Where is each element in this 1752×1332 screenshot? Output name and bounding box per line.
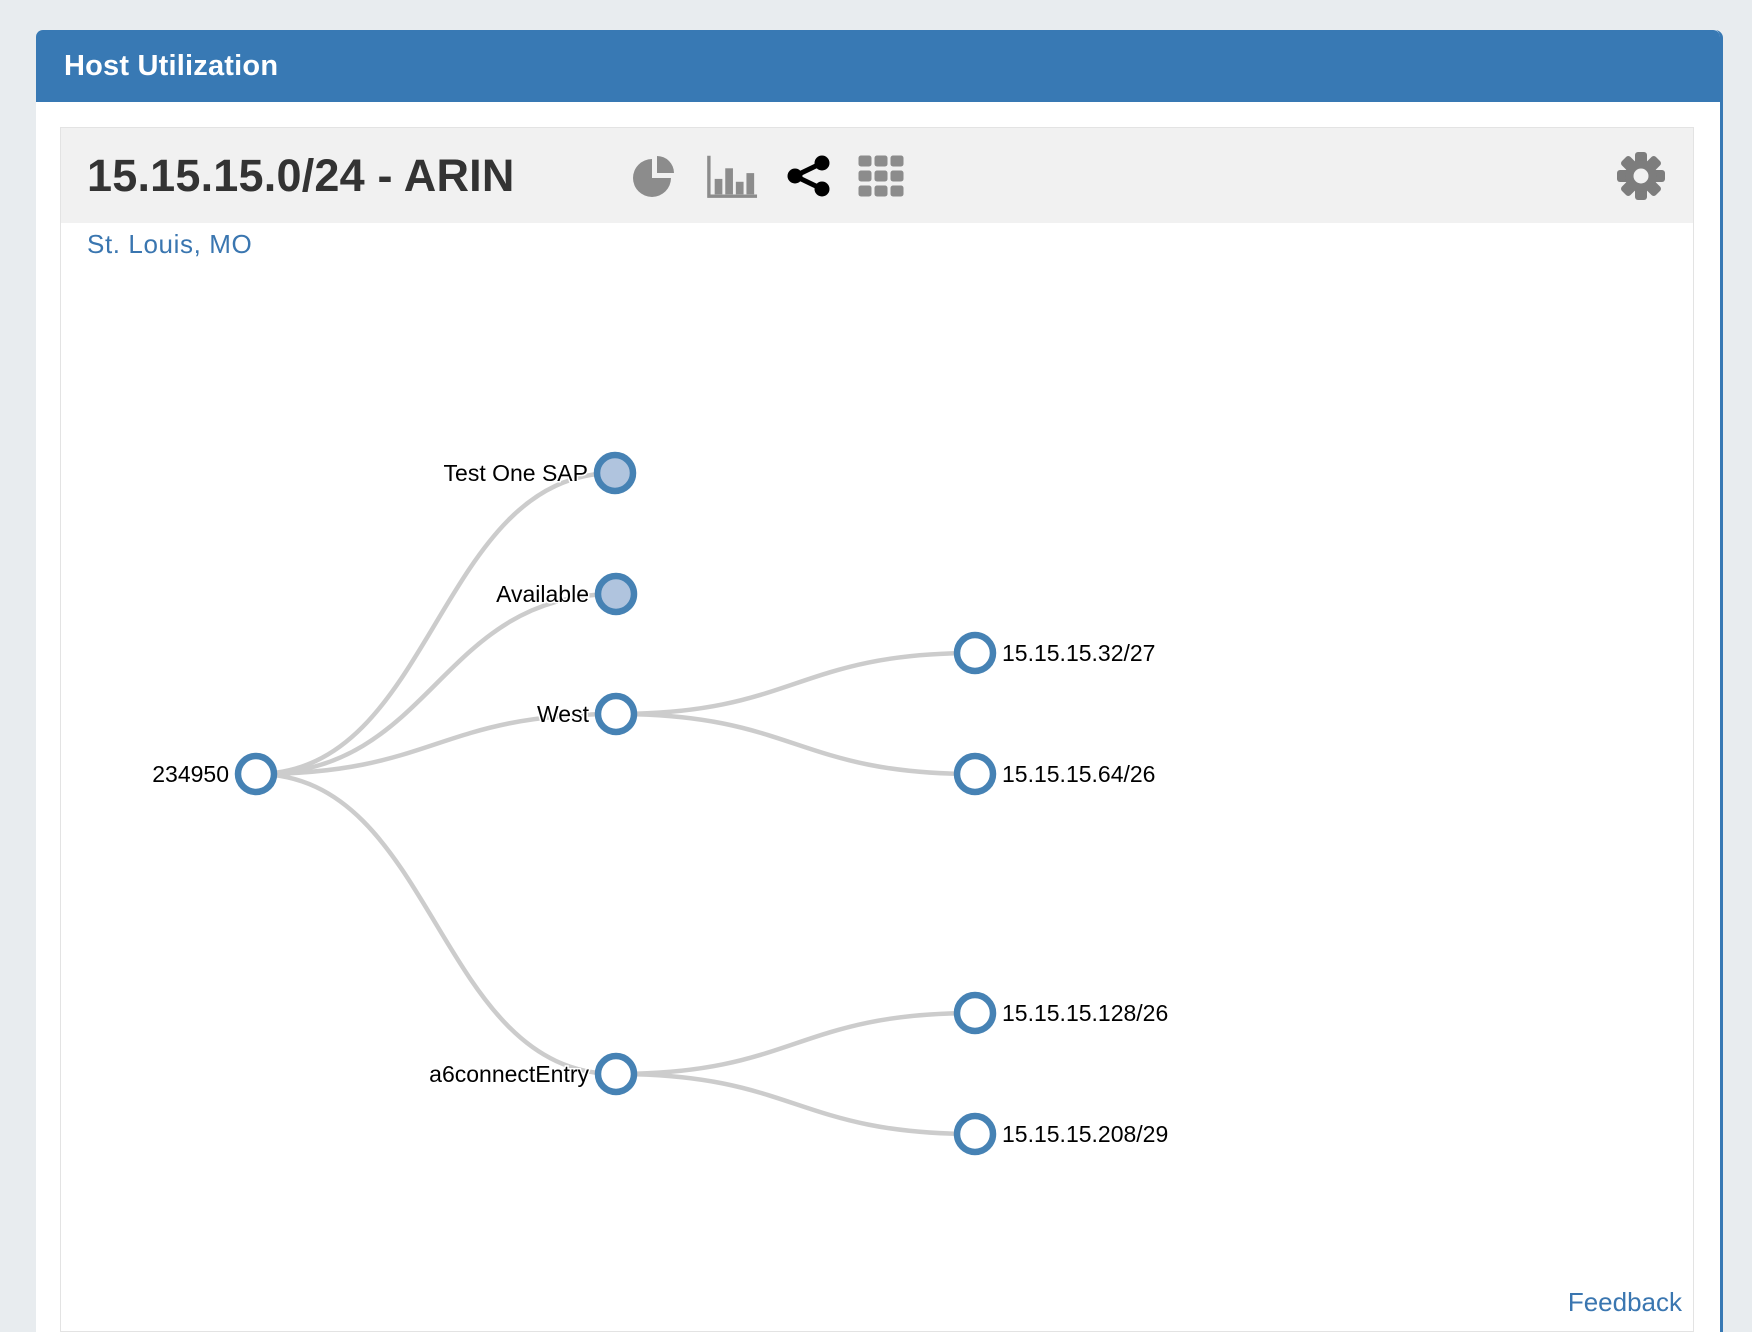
tree-node-label: a6connectEntry — [429, 1061, 589, 1087]
tree-node-label: 15.15.15.64/26 — [1002, 761, 1155, 787]
tree-node-test-one-sap[interactable]: Test One SAP — [442, 451, 637, 495]
tree-node-circle[interactable] — [594, 692, 638, 736]
tree-node-label: 234950 — [152, 761, 229, 787]
tree-node-label: 15.15.15.32/27 — [1002, 640, 1155, 666]
pie-chart-icon[interactable] — [628, 150, 680, 202]
tree-node-15.15.15.208/29[interactable]: 15.15.15.208/29 — [953, 1112, 1170, 1156]
tree-edge — [255, 711, 617, 777]
window-title: Host Utilization — [64, 49, 279, 82]
tree-node-circle[interactable] — [953, 631, 997, 675]
panel-header: 15.15.15.0/24 - ARIN — [61, 128, 1693, 223]
tree-node-label: 15.15.15.208/29 — [1002, 1121, 1168, 1147]
tree-node-circle[interactable] — [953, 752, 997, 796]
tree-node-234950[interactable]: 234950 — [151, 752, 278, 796]
tree-node-label: Available — [496, 581, 589, 607]
tree-node-label: Test One SAP — [444, 460, 588, 486]
tree-node-circle[interactable] — [953, 1112, 997, 1156]
tree-node-15.15.15.128/26[interactable]: 15.15.15.128/26 — [953, 991, 1170, 1035]
tree-node-a6connectEntry[interactable]: a6connectEntry — [428, 1052, 638, 1096]
tree-edge — [255, 771, 617, 1077]
tree-edge — [615, 1071, 976, 1137]
grid-icon[interactable] — [855, 150, 907, 202]
tree-edge — [615, 650, 976, 717]
window-titlebar: Host Utilization — [36, 30, 1720, 102]
bar-chart-icon[interactable] — [706, 150, 758, 202]
tree-node-available[interactable]: Available — [495, 572, 638, 616]
tree-node-circle[interactable] — [594, 1052, 638, 1096]
tree-node-15.15.15.64/26[interactable]: 15.15.15.64/26 — [953, 752, 1157, 796]
feedback-link[interactable]: Feedback — [1567, 1287, 1682, 1317]
tree-node-west[interactable]: West — [536, 692, 638, 736]
tree-canvas: St. Louis, MO 234950 Test One SAP Availabl… — [61, 223, 1693, 1331]
location-link[interactable]: St. Louis, MO — [87, 229, 253, 259]
tree-edge — [615, 1010, 976, 1077]
tree-node-label: West — [537, 701, 590, 727]
gear-icon[interactable] — [1615, 150, 1667, 202]
tree-node-circle[interactable] — [953, 991, 997, 1035]
tree-edge — [615, 711, 976, 777]
tree-node-circle[interactable] — [593, 451, 637, 495]
tree-node-circle[interactable] — [594, 572, 638, 616]
tree-edge — [255, 591, 617, 777]
subnet-panel: 15.15.15.0/24 - ARIN — [60, 127, 1694, 1332]
tree-edge — [255, 470, 616, 777]
tree-node-circle[interactable] — [234, 752, 278, 796]
tree-node-label: 15.15.15.128/26 — [1002, 1000, 1168, 1026]
host-utilization-window: Host Utilization 15.15.15.0/24 - ARIN — [36, 30, 1723, 1332]
tree-node-15.15.15.32/27[interactable]: 15.15.15.32/27 — [953, 631, 1157, 675]
panel-title: 15.15.15.0/24 - ARIN — [87, 149, 515, 201]
share-icon[interactable] — [783, 150, 835, 202]
